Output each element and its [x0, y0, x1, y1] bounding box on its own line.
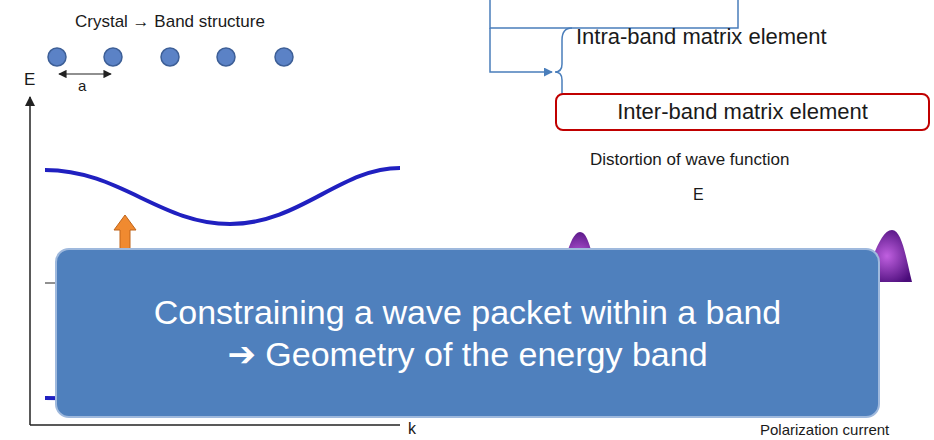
caption-label: Distortion of wave function [590, 150, 789, 170]
field-label: E [693, 186, 704, 204]
matrix-element-label: Intra-band matrix element [576, 24, 827, 50]
energy-axis [29, 97, 31, 425]
summary-banner: Constraining a wave packet within a band… [55, 248, 880, 418]
axis-label: k [408, 420, 416, 438]
lattice-arrow [59, 73, 111, 74]
bracket-arrow [490, 28, 552, 72]
highlight-box: Inter-band matrix element [555, 93, 930, 131]
lattice-constant: a [78, 77, 86, 94]
bracket [490, 0, 738, 28]
energy-band [45, 168, 400, 224]
atom-row [48, 48, 293, 66]
node-text: Constraining a wave packet within a band [154, 291, 782, 334]
axis-label: E [24, 70, 35, 90]
k-axis [30, 424, 400, 426]
current-label: Polarization current [760, 421, 889, 438]
node-text: Inter-band matrix element [617, 98, 868, 126]
heading-label: Crystal → Band structure [75, 12, 265, 32]
node-text: ➔ Geometry of the energy band [227, 333, 707, 376]
